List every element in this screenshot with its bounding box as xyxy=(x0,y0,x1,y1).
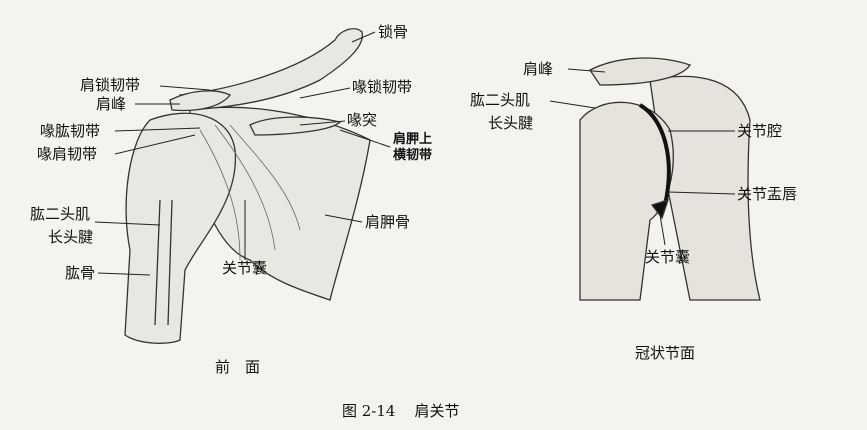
label-acromioclavicular-ligament: 肩锁韧带 xyxy=(80,76,141,94)
coronal-section-drawing xyxy=(579,57,761,301)
label-joint-cavity: 关节腔 xyxy=(737,122,783,140)
label-acromion: 肩峰 xyxy=(96,95,127,113)
label-joint-capsule-section: 关节囊 xyxy=(645,248,691,266)
label-glenoid-labrum: 关节盂唇 xyxy=(737,185,798,203)
label-biceps-section-line1: 肱二头肌 xyxy=(470,91,531,109)
coronal-leader-lines xyxy=(549,68,736,246)
label-joint-capsule: 关节囊 xyxy=(222,259,268,277)
capsule-lines xyxy=(199,124,301,261)
anterior-leader-lines xyxy=(94,31,391,276)
label-biceps-long-head-line1: 肱二头肌 xyxy=(30,205,91,223)
label-biceps-section-line2: 长头腱 xyxy=(488,114,534,132)
label-superior-transverse-ligament-line2: 横韧带 xyxy=(393,148,433,163)
label-humerus: 肱骨 xyxy=(65,264,96,282)
label-scapula: 肩胛骨 xyxy=(365,213,411,231)
humerus-shape xyxy=(124,112,237,344)
glenoid-labrum xyxy=(650,199,670,220)
figure-title: 肩关节 xyxy=(414,402,460,420)
figure-number: 图 2-14 xyxy=(342,402,396,420)
anterior-view-drawing xyxy=(124,28,371,344)
label-clavicle: 锁骨 xyxy=(378,23,409,41)
label-coracohumeral-ligament: 喙肱韧带 xyxy=(40,122,101,140)
label-coracoclavicular-ligament: 喙锁韧带 xyxy=(352,78,413,96)
humerus-shaft-groove xyxy=(154,199,173,326)
label-coracoid-process: 喙突 xyxy=(347,111,378,129)
label-superior-transverse-ligament-line1: 肩胛上 xyxy=(393,132,433,147)
coronal-section-title: 冠状节面 xyxy=(635,344,696,362)
figure-caption: 图 2-14 肩关节 xyxy=(342,400,460,421)
joint-cavity-line xyxy=(638,103,671,206)
clavicle-shape xyxy=(179,28,363,111)
label-coracoacromial-ligament: 喙肩韧带 xyxy=(37,145,98,163)
anterior-view-title: 前 面 xyxy=(215,358,261,376)
humeral-head-section xyxy=(579,101,674,301)
label-acromion-section: 肩峰 xyxy=(523,60,554,78)
acromion-section xyxy=(589,57,692,86)
label-biceps-long-head-line2: 长头腱 xyxy=(48,228,94,246)
acromion-shape xyxy=(169,90,232,112)
scapula-section xyxy=(649,75,761,301)
coracoid-shape xyxy=(249,116,342,136)
